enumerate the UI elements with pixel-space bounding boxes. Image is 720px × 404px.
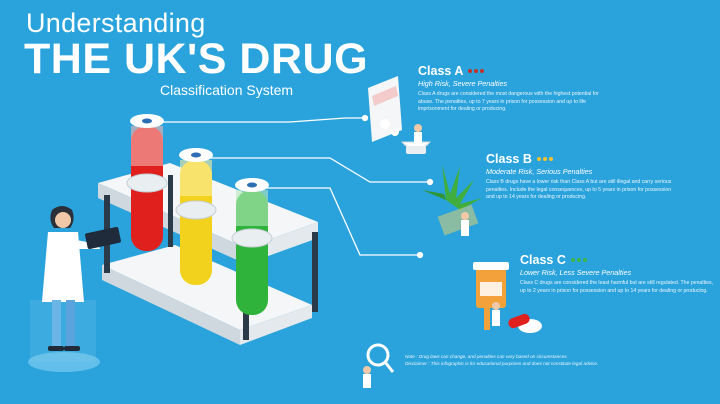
class-a-description: Class A drugs are considered the most da… — [418, 91, 599, 113]
pill-bottle-icon — [473, 262, 542, 333]
class-b-block: Class B Moderate Risk, Serious Penalties… — [486, 152, 681, 202]
class-b-title: Class B — [486, 152, 532, 166]
test-tube-rack-icon — [98, 114, 318, 345]
class-a-title: Class A — [418, 64, 464, 78]
class-a-block: Class A High Risk, Severe Penalties Clas… — [418, 64, 613, 114]
footer-note: Note : Drug laws can change, and penalti… — [405, 354, 715, 368]
magnifier-icon — [363, 343, 395, 388]
connector-lines — [148, 114, 434, 259]
risk-dots-icon — [536, 157, 553, 161]
risk-dots-icon — [468, 69, 485, 73]
risk-dots-icon — [570, 258, 587, 262]
disclaimer-text: Disclaimer : This infographic is for edu… — [405, 360, 599, 366]
class-c-subtitle: Lower Risk, Less Severe Penalties — [520, 268, 632, 277]
class-b-description: Class B drugs have a lower risk than Cla… — [486, 179, 672, 201]
cannabis-leaf-icon — [422, 164, 482, 236]
class-a-subtitle: High Risk, Severe Penalties — [418, 79, 508, 88]
title-understanding: Understanding — [26, 8, 206, 38]
note-text: Note : Drug laws can change, and penalti… — [405, 354, 568, 359]
class-b-subtitle: Moderate Risk, Serious Penalties — [486, 167, 593, 176]
pills-mortar-icon — [368, 76, 432, 154]
glow-platform — [28, 352, 100, 372]
title-subtitle: Classification System — [160, 82, 294, 98]
title-main: THE UK'S DRUG — [24, 35, 369, 83]
class-c-title: Class C — [520, 253, 566, 267]
scientist-icon — [42, 206, 121, 351]
class-c-description: Class C drugs are considered the least h… — [520, 280, 714, 294]
class-c-block: Class C Lower Risk, Less Severe Penaltie… — [520, 253, 715, 295]
